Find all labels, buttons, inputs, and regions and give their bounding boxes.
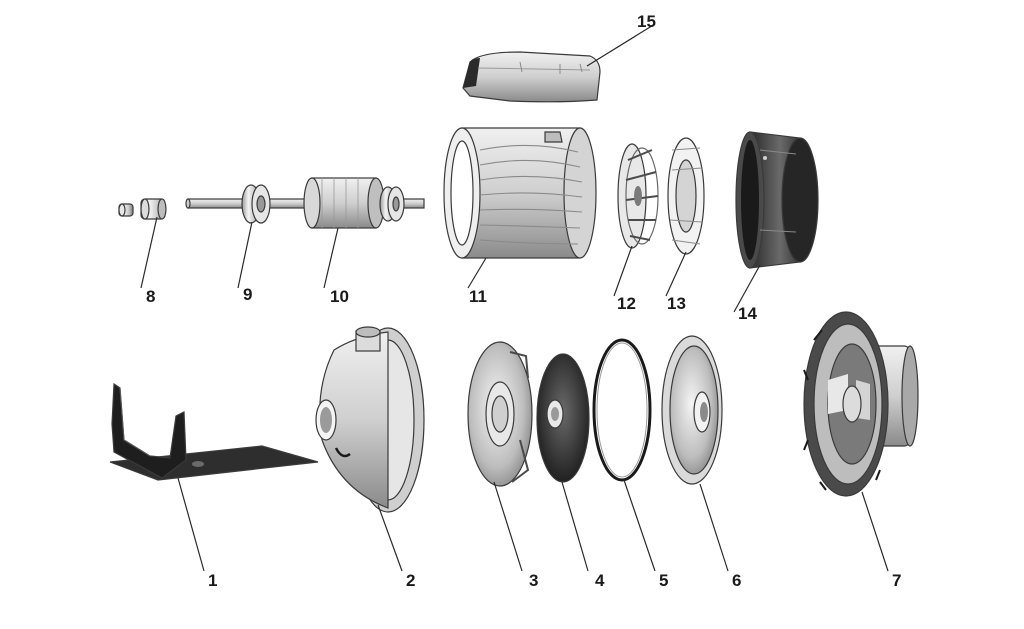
label-6: 6 — [732, 571, 741, 590]
part-14-fan-hood — [735, 131, 819, 269]
label-7: 7 — [892, 571, 901, 590]
label-9: 9 — [243, 285, 252, 304]
leader-4 — [561, 481, 589, 572]
label-4: 4 — [595, 571, 605, 590]
leader-3 — [493, 481, 523, 572]
part-labels: 15 8 9 10 11 12 13 14 1 2 3 4 5 6 7 — [146, 12, 901, 590]
label-10: 10 — [330, 287, 349, 306]
leader-lines — [140, 23, 889, 572]
label-3: 3 — [529, 571, 538, 590]
leader-11 — [467, 257, 487, 289]
leader-15 — [586, 23, 656, 67]
leader-7 — [861, 491, 889, 572]
bearing-9 — [241, 184, 271, 224]
leader-10 — [323, 227, 339, 289]
part-1-mounting-bracket — [109, 382, 319, 481]
leader-1 — [177, 477, 205, 572]
part-6-cover-plate — [661, 335, 723, 485]
leader-13 — [665, 251, 687, 297]
label-8: 8 — [146, 287, 155, 306]
label-5: 5 — [659, 571, 668, 590]
leader-9 — [237, 221, 253, 289]
leader-5 — [623, 479, 656, 572]
leader-8 — [140, 216, 158, 289]
label-14: 14 — [738, 304, 757, 323]
part-8-seal-pieces — [118, 198, 167, 220]
part-15-terminal-cover — [462, 51, 601, 103]
part-4-impeller — [536, 353, 590, 483]
label-13: 13 — [667, 294, 686, 313]
leader-12 — [613, 245, 633, 297]
part-12-cooling-fan — [617, 143, 659, 249]
part-9-10-shaft-rotor — [185, 177, 425, 229]
leader-2 — [377, 504, 403, 572]
label-12: 12 — [617, 294, 636, 313]
part-13-fan-cover — [667, 137, 705, 255]
leader-14 — [733, 264, 761, 313]
part-3-diffuser — [467, 341, 533, 487]
part-5-o-ring — [592, 338, 652, 482]
rotor-10 — [303, 177, 385, 229]
label-11: 11 — [469, 287, 487, 306]
part-11-motor-housing — [443, 127, 597, 259]
label-2: 2 — [406, 571, 415, 590]
part-2-pump-casing — [315, 326, 425, 513]
leader-6 — [699, 483, 729, 572]
part-7-motor-adapter — [803, 311, 919, 497]
label-15: 15 — [637, 12, 656, 31]
label-1: 1 — [208, 571, 217, 590]
